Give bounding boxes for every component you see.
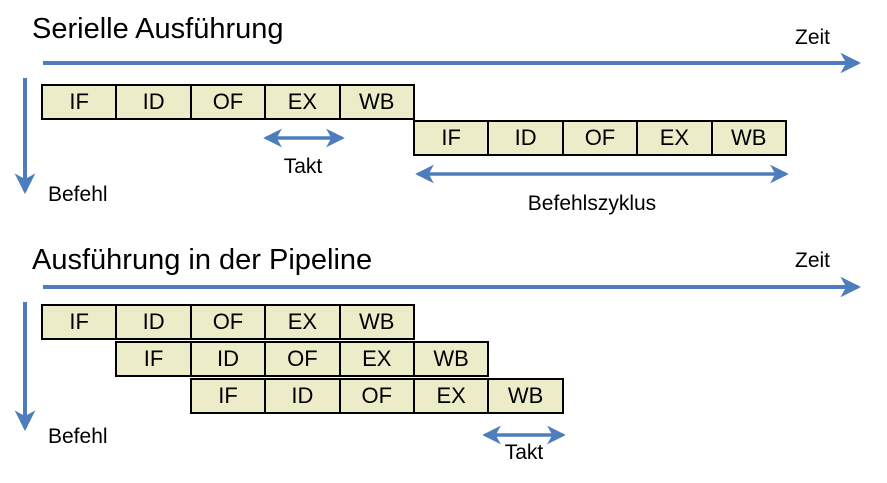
time-axis-label-pipeline: Zeit (795, 249, 831, 272)
clock-label-serial: Takt (283, 155, 323, 178)
stage-cell: OF (191, 304, 267, 340)
stage-cell: WB (489, 378, 564, 414)
stage-cell: WB (340, 304, 415, 340)
serial-instruction-row-2: IF ID OF EX WB (413, 120, 787, 156)
instruction-axis-arrow-serial (14, 78, 36, 195)
time-axis-arrow-pipeline (43, 276, 862, 298)
instruction-axis-label-pipeline: Befehl (48, 425, 108, 448)
stage-cell: ID (266, 378, 341, 414)
stage-cell: EX (414, 378, 490, 414)
clock-span-arrow-pipeline (482, 425, 566, 445)
stage-cell: ID (117, 304, 192, 340)
stage-cell: OF (563, 120, 639, 156)
stage-cell: OF (340, 378, 415, 414)
cycle-label: Befehlszyklus (527, 192, 657, 215)
time-axis-label-serial: Zeit (795, 26, 831, 49)
stage-cell: WB (414, 341, 490, 377)
stage-cell: ID (191, 341, 267, 377)
stage-cell: WB (712, 120, 787, 156)
stage-cell: IF (43, 304, 118, 340)
time-axis-arrow-serial (43, 52, 862, 74)
section-title-serial: Serielle Ausführung (32, 13, 284, 45)
cycle-span-arrow (415, 164, 789, 184)
pipeline-instruction-row-1: IF ID OF EX WB (41, 304, 415, 340)
clock-span-arrow-serial (263, 128, 345, 148)
instruction-axis-label-serial: Befehl (48, 183, 108, 206)
stage-cell: OF (266, 341, 341, 377)
section-title-pipeline: Ausführung in der Pipeline (32, 244, 373, 276)
stage-cell: WB (340, 84, 415, 120)
stage-cell: EX (266, 304, 341, 340)
stage-cell: EX (340, 341, 415, 377)
stage-cell: EX (266, 84, 341, 120)
stage-cell: EX (638, 120, 713, 156)
pipeline-instruction-row-2: IF ID OF EX WB (115, 341, 490, 377)
stage-cell: IF (191, 378, 267, 414)
clock-label-pipeline: Takt (504, 441, 544, 464)
instruction-axis-arrow-pipeline (14, 302, 36, 432)
serial-instruction-row-1: IF ID OF EX WB (41, 84, 415, 120)
pipeline-instruction-row-3: IF ID OF EX WB (189, 378, 564, 414)
stage-cell: IF (117, 341, 192, 377)
stage-cell: OF (191, 84, 267, 120)
stage-cell: ID (117, 84, 192, 120)
stage-cell: ID (489, 120, 564, 156)
stage-cell: IF (43, 84, 118, 120)
stage-cell: IF (415, 120, 490, 156)
